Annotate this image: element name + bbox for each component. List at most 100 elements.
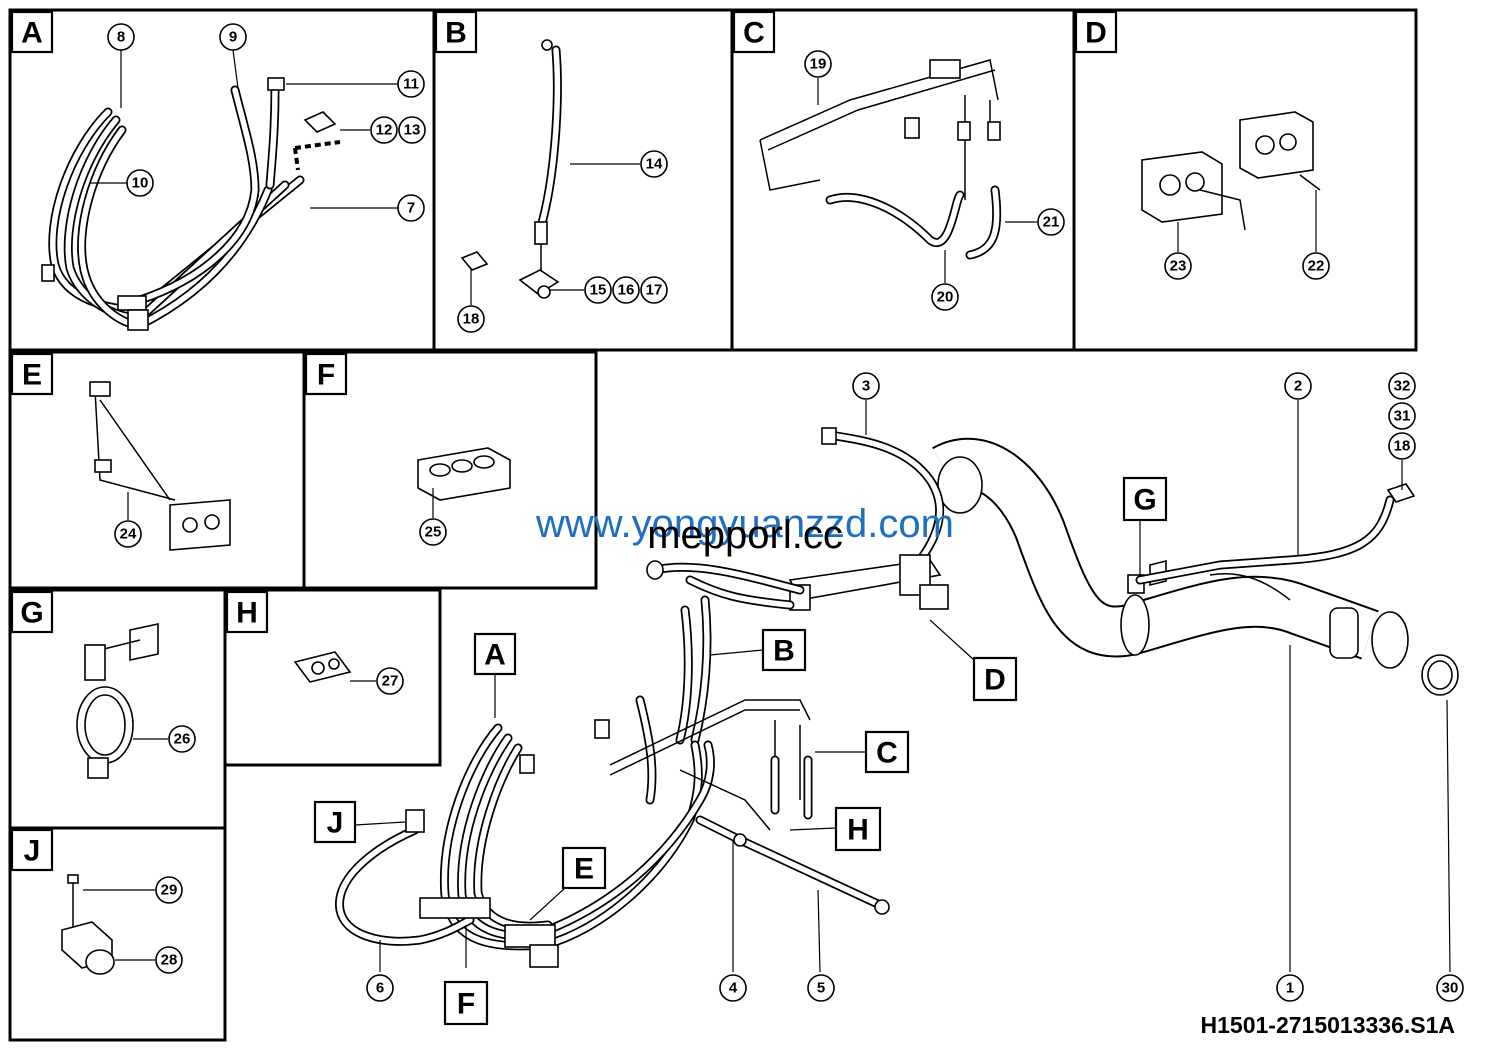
panel-a-hoses <box>41 77 341 331</box>
panel-j-tag <box>10 828 54 872</box>
main-label-d-box <box>972 656 1018 702</box>
callout-bubble-28 <box>155 946 183 974</box>
main-label-e: E <box>574 853 594 886</box>
panel-a-tag <box>10 10 54 54</box>
panel-g-clamp <box>76 623 159 779</box>
callout-bubble-21 <box>1037 208 1065 236</box>
callout-28: 28 <box>161 952 178 969</box>
callout-bubble-26 <box>168 725 196 753</box>
callout-4: 4 <box>729 980 738 997</box>
panel-d-tag <box>1074 10 1118 54</box>
panel-h-frame <box>223 588 442 767</box>
callout-27: 27 <box>382 673 399 690</box>
callout-16: 16 <box>618 282 635 299</box>
panel-letters: A B C D E F G H J <box>10 10 1118 872</box>
callout-30: 30 <box>1442 980 1459 997</box>
panel-j-frame <box>8 826 227 1042</box>
panel-b-letter: B <box>445 17 467 50</box>
main-label-j-box <box>313 800 357 844</box>
callout-bubble-31 <box>1388 402 1416 430</box>
callout-bubble-7 <box>397 194 425 222</box>
panel-h-tag <box>225 590 269 634</box>
callout-3: 3 <box>862 378 870 395</box>
callout-bubble-9 <box>219 23 247 51</box>
callout-bubble-29 <box>155 876 183 904</box>
main-label-f: F <box>457 988 475 1021</box>
panel-f-clamp <box>417 447 511 501</box>
panel-e-letter: E <box>22 359 42 392</box>
panel-j-parts <box>61 874 115 975</box>
callout-24: 24 <box>120 526 137 543</box>
panel-h-letter: H <box>236 597 258 630</box>
panel-c-letter: C <box>743 17 765 50</box>
callout-bubble-8 <box>107 23 135 51</box>
main-label-c-box <box>864 730 910 774</box>
callout-bubble-27 <box>376 667 404 695</box>
callout-bubble-23 <box>1164 252 1192 280</box>
watermark-secondary: mepporl.cc <box>647 513 843 557</box>
main-label-d: D <box>984 664 1006 697</box>
watermark-url: www.yongyuanzzd.com <box>535 502 954 546</box>
main-label-g: G <box>1133 484 1156 517</box>
callout-15: 15 <box>590 282 607 299</box>
panel-e-bracket <box>89 381 231 551</box>
main-letter-labels: A B C D E F G H J <box>313 476 1168 1026</box>
callout-25: 25 <box>425 524 442 541</box>
callout-bubble-14 <box>640 150 668 178</box>
callout-23: 23 <box>1170 258 1187 275</box>
main-label-g-box <box>1122 476 1168 522</box>
callout-8: 8 <box>117 29 125 46</box>
panel-b-frame <box>432 8 734 352</box>
callout-bubble-19 <box>804 50 832 78</box>
callout-bubble-17 <box>640 276 668 304</box>
callout-26: 26 <box>174 731 191 748</box>
callout-bubble-11 <box>397 70 425 98</box>
panel-f-letter: F <box>317 359 335 392</box>
callout-22: 22 <box>1308 258 1325 275</box>
main-assembly <box>335 427 1459 968</box>
callout-bubble-13 <box>398 116 426 144</box>
panel-f-tag <box>304 352 348 396</box>
callout-bubble-18 <box>457 305 485 333</box>
panel-d-clamps <box>1141 111 1321 231</box>
callout-bubble-25 <box>419 518 447 546</box>
panel-a-letter: A <box>21 17 43 50</box>
callout-bubble-4 <box>719 974 747 1002</box>
callout-29: 29 <box>161 882 178 899</box>
panel-g-tag <box>10 590 54 634</box>
callout-1: 1 <box>1286 980 1294 997</box>
callout-19: 19 <box>810 56 827 73</box>
callout-bubble-20 <box>931 283 959 311</box>
callout-6: 6 <box>376 980 384 997</box>
callout-bubble-3 <box>852 372 880 400</box>
main-label-b: B <box>773 635 795 668</box>
main-label-h-box <box>834 806 882 852</box>
panel-d-frame <box>1072 8 1418 352</box>
callout-bubble-6 <box>366 974 394 1002</box>
main-label-a: A <box>484 639 506 672</box>
callout-18-main: 18 <box>1394 438 1411 455</box>
panel-b-tag <box>434 10 478 54</box>
panel-d-letter: D <box>1085 17 1107 50</box>
panel-e-tag <box>10 352 54 396</box>
panel-h-block <box>293 651 352 683</box>
callout-bubble-16 <box>612 276 640 304</box>
main-label-a-box <box>473 632 517 676</box>
main-label-c: C <box>876 737 898 770</box>
callout-14: 14 <box>646 156 663 173</box>
main-label-j: J <box>327 807 344 840</box>
panel-j-letter: J <box>24 835 41 868</box>
panel-a-frame <box>8 8 436 352</box>
callout-7: 7 <box>407 200 415 217</box>
callout-20: 20 <box>937 289 954 306</box>
callout-12: 12 <box>376 122 393 139</box>
main-label-f-box <box>443 980 489 1026</box>
panel-e-frame <box>8 350 306 590</box>
callout-11: 11 <box>403 76 419 93</box>
callout-17: 17 <box>646 282 663 299</box>
main-label-b-box <box>761 628 807 672</box>
callout-31: 31 <box>1394 408 1411 425</box>
callout-10: 10 <box>132 175 149 192</box>
callout-bubble-22 <box>1302 252 1330 280</box>
